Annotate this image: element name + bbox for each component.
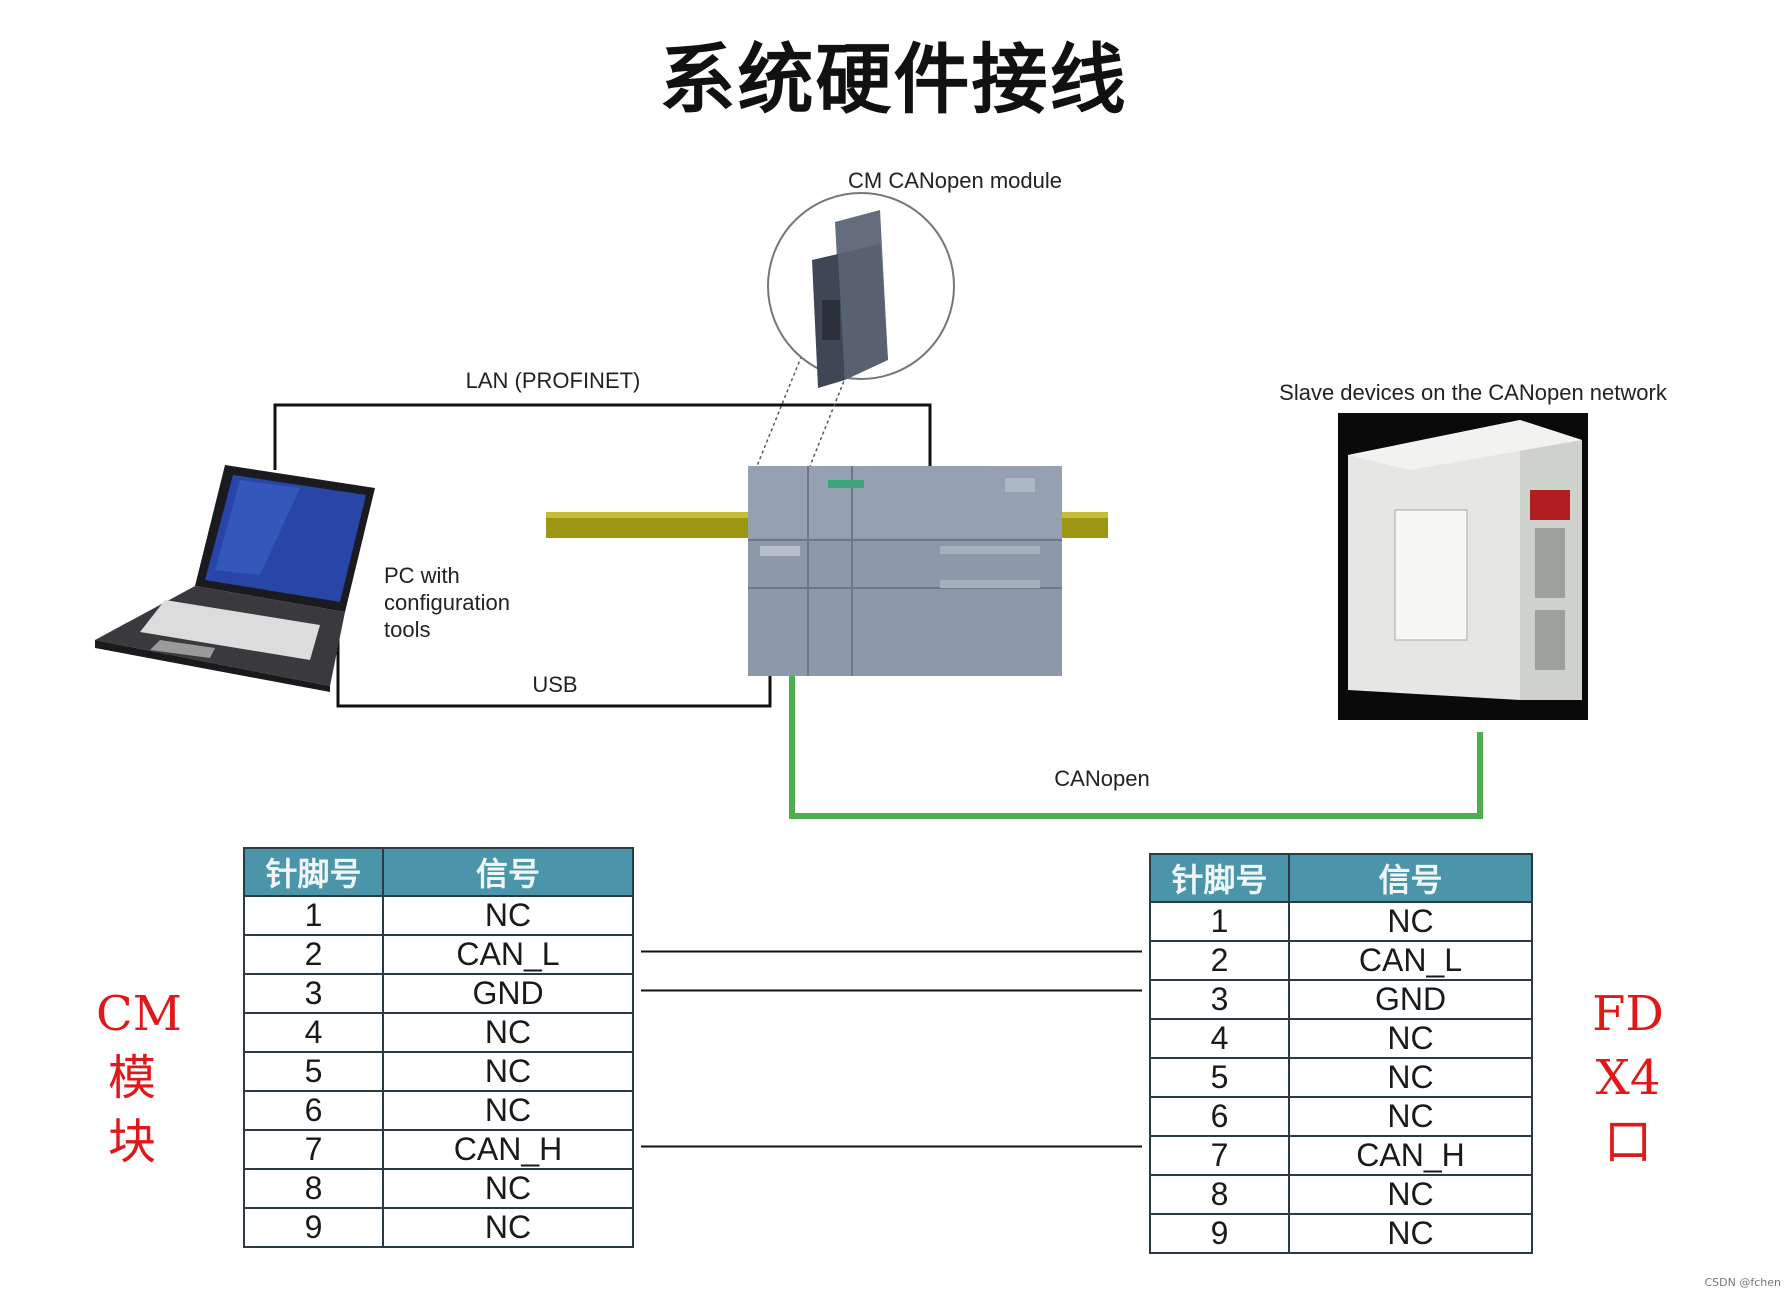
cm-module-label: CM CANopen module <box>848 168 1062 193</box>
usb-label: USB <box>532 672 577 697</box>
canopen-cable <box>789 665 1483 819</box>
pin-number-cell: 9 <box>243 1207 384 1248</box>
pin-number-cell: 6 <box>1149 1096 1290 1137</box>
pin-number-cell: 9 <box>1149 1213 1290 1254</box>
lan-cable <box>273 403 932 470</box>
signal-cell: GND <box>382 973 634 1014</box>
signal-cell: CAN_H <box>1288 1135 1533 1176</box>
pin-number-cell: 8 <box>1149 1174 1290 1215</box>
signal-cell: CAN_H <box>382 1129 634 1170</box>
laptop-icon <box>95 465 375 692</box>
slave-devices-label: Slave devices on the CANopen network <box>1279 380 1668 405</box>
pin-number-header: 针脚号 <box>1149 853 1290 903</box>
pin-number-cell: 3 <box>243 973 384 1014</box>
signal-cell: NC <box>382 1168 634 1209</box>
pin-number-cell: 1 <box>1149 901 1290 942</box>
canopen-label: CANopen <box>1054 766 1149 791</box>
pin-number-cell: 2 <box>243 934 384 975</box>
signal-cell: CAN_L <box>382 934 634 975</box>
pin-number-cell: 5 <box>1149 1057 1290 1098</box>
signal-cell: CAN_L <box>1288 940 1533 981</box>
signal-cell: NC <box>382 1207 634 1248</box>
pin-number-cell: 2 <box>1149 940 1290 981</box>
pc-label-line-3: tools <box>384 617 430 642</box>
pin-number-cell: 5 <box>243 1051 384 1092</box>
watermark: CSDN @fchen <box>1704 1276 1782 1289</box>
pin-number-cell: 3 <box>1149 979 1290 1020</box>
usb-cable <box>336 640 772 708</box>
side-label-line: FD <box>1592 986 1664 1042</box>
signal-header: 信号 <box>382 847 634 897</box>
side-label-line: 口 <box>1603 1114 1652 1170</box>
servo-drive-icon <box>1338 413 1588 720</box>
pin-number-cell: 7 <box>243 1129 384 1170</box>
cm-module-callout <box>756 192 955 467</box>
side-label-line: 模 <box>107 1050 156 1106</box>
signal-cell: NC <box>382 1012 634 1053</box>
signal-cell: GND <box>1288 979 1533 1020</box>
pc-label-line-1: PC with <box>384 563 460 588</box>
side-label-line: CM <box>96 986 182 1042</box>
pin-number-cell: 8 <box>243 1168 384 1209</box>
pin-number-cell: 6 <box>243 1090 384 1131</box>
signal-cell: NC <box>1288 1174 1533 1215</box>
signal-header: 信号 <box>1288 853 1533 903</box>
signal-cell: NC <box>382 1051 634 1092</box>
pin-number-cell: 1 <box>243 895 384 936</box>
wiring-diagram: CM CANopen module LAN (PROFINET) Slave d… <box>95 168 1668 819</box>
side-label-line: X4 <box>1595 1050 1661 1106</box>
signal-cell: NC <box>1288 1213 1533 1254</box>
pin-number-cell: 4 <box>243 1012 384 1053</box>
fd-x4-side-label: FD X4 口 <box>1592 982 1664 1174</box>
cm-module-side-label: CM 模 块 <box>96 982 182 1174</box>
signal-cell: NC <box>1288 1018 1533 1059</box>
signal-cell: NC <box>382 895 634 936</box>
pin-number-cell: 7 <box>1149 1135 1290 1176</box>
plc-icon <box>748 466 1062 676</box>
side-label-line: 块 <box>107 1114 156 1170</box>
pin-number-cell: 4 <box>1149 1018 1290 1059</box>
signal-cell: NC <box>1288 1057 1533 1098</box>
pin-number-header: 针脚号 <box>243 847 384 897</box>
lan-label: LAN (PROFINET) <box>466 368 641 393</box>
page-title: 系统硬件接线 <box>659 35 1128 124</box>
signal-cell: NC <box>1288 1096 1533 1137</box>
pc-label-line-2: configuration <box>384 590 510 615</box>
signal-cell: NC <box>382 1090 634 1131</box>
signal-cell: NC <box>1288 901 1533 942</box>
